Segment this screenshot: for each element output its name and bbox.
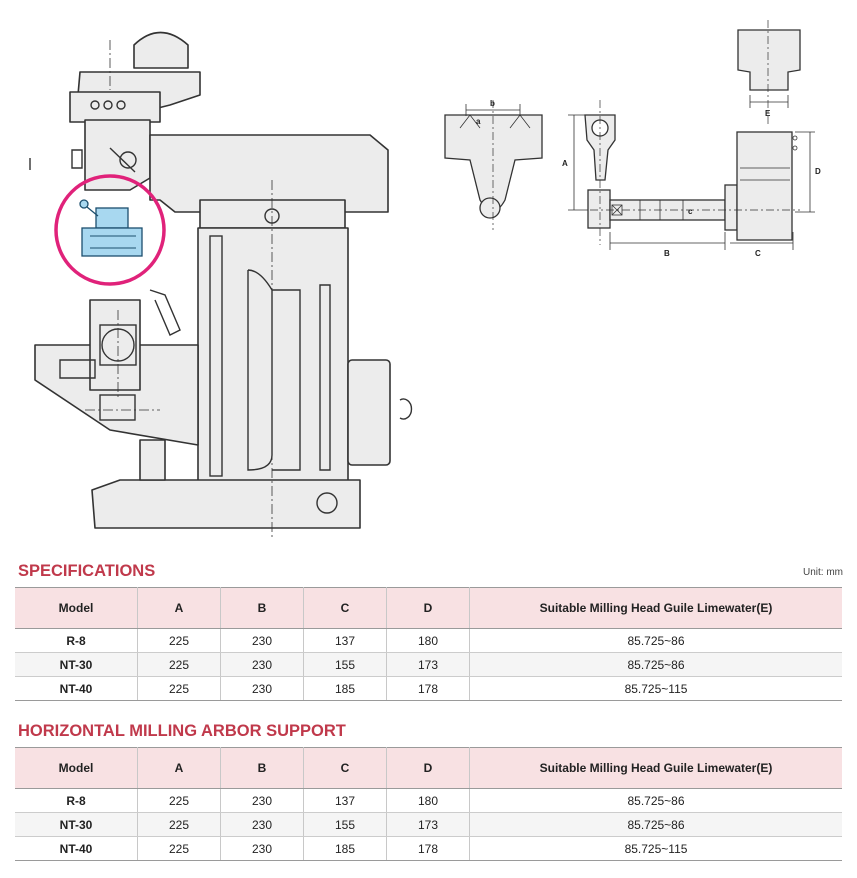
header-a: A xyxy=(137,747,221,789)
cell-b: 230 xyxy=(220,788,304,813)
cell-d: 180 xyxy=(386,628,470,653)
section-title-specifications: SPECIFICATIONS xyxy=(18,562,156,580)
table-row: NT-30 225 230 155 173 85.725~86 xyxy=(15,652,842,677)
cell-model: NT-30 xyxy=(15,812,138,837)
arbor-support-part xyxy=(79,199,143,257)
table-row: R-8 225 230 137 180 85.725~86 xyxy=(15,628,842,653)
dim-label-B: B xyxy=(664,249,670,258)
cell-model: R-8 xyxy=(15,628,138,653)
cell-c: 185 xyxy=(303,836,387,861)
arbor-support-table: Model A B C D Suitable Milling Head Guil… xyxy=(15,747,842,861)
header-model: Model xyxy=(15,587,138,629)
cell-e: 85.725~86 xyxy=(469,788,842,813)
milling-machine-drawing xyxy=(29,31,413,540)
dim-label-C: C xyxy=(755,249,761,258)
cell-e: 85.725~86 xyxy=(469,628,842,653)
header-b: B xyxy=(220,587,304,629)
cell-a: 225 xyxy=(137,836,221,861)
cell-c: 155 xyxy=(303,812,387,837)
cell-a: 225 xyxy=(137,628,221,653)
cell-model: NT-40 xyxy=(15,836,138,861)
cell-b: 230 xyxy=(220,676,304,701)
cell-e: 85.725~115 xyxy=(469,676,842,701)
dim-label-A: A xyxy=(562,159,568,168)
dim-label-c: c xyxy=(688,207,693,216)
cell-c: 137 xyxy=(303,628,387,653)
specifications-table: Model A B C D Suitable Milling Head Guil… xyxy=(15,587,842,701)
dim-label-a: a xyxy=(476,117,481,126)
cell-c: 185 xyxy=(303,676,387,701)
table-row: NT-40 225 230 185 178 85.725~115 xyxy=(15,836,842,861)
header-a: A xyxy=(137,587,221,629)
cell-b: 230 xyxy=(220,836,304,861)
cell-d: 180 xyxy=(386,788,470,813)
header-c: C xyxy=(303,747,387,789)
cell-a: 225 xyxy=(137,812,221,837)
header-d: D xyxy=(386,587,470,629)
cell-a: 225 xyxy=(137,676,221,701)
table-row: R-8 225 230 137 180 85.725~86 xyxy=(15,788,842,813)
table-header-row: Model A B C D Suitable Milling Head Guil… xyxy=(15,747,842,789)
unit-label: Unit: mm xyxy=(803,567,843,578)
cell-b: 230 xyxy=(220,628,304,653)
cell-model: NT-40 xyxy=(15,676,138,701)
cell-b: 230 xyxy=(220,812,304,837)
header-c: C xyxy=(303,587,387,629)
cell-c: 155 xyxy=(303,652,387,677)
header-d: D xyxy=(386,747,470,789)
section-title-horizontal-arbor-support: HORIZONTAL MILLING ARBOR SUPPORT xyxy=(18,722,346,740)
cell-model: R-8 xyxy=(15,788,138,813)
header-suitable-head: Suitable Milling Head Guile Limewater(E) xyxy=(469,747,842,789)
cell-e: 85.725~115 xyxy=(469,836,842,861)
dim-label-E: E xyxy=(765,109,771,118)
dim-label-D: D xyxy=(815,167,821,176)
highlight-circle xyxy=(54,174,166,286)
cell-e: 85.725~86 xyxy=(469,652,842,677)
header-suitable-head: Suitable Milling Head Guile Limewater(E) xyxy=(469,587,842,629)
cell-c: 137 xyxy=(303,788,387,813)
cell-d: 178 xyxy=(386,676,470,701)
header-b: B xyxy=(220,747,304,789)
table-row: NT-40 225 230 185 178 85.725~115 xyxy=(15,676,842,701)
cell-d: 173 xyxy=(386,812,470,837)
dimension-diagrams: A B C D E a b c xyxy=(444,20,821,258)
cell-model: NT-30 xyxy=(15,652,138,677)
cell-e: 85.725~86 xyxy=(469,812,842,837)
cell-d: 178 xyxy=(386,836,470,861)
table-row: NT-30 225 230 155 173 85.725~86 xyxy=(15,812,842,837)
cell-a: 225 xyxy=(137,788,221,813)
cell-d: 173 xyxy=(386,652,470,677)
dim-label-b: b xyxy=(490,99,495,108)
cell-a: 225 xyxy=(137,652,221,677)
illustration-area: A B C D E a b c xyxy=(29,20,821,540)
header-model: Model xyxy=(15,747,138,789)
table-header-row: Model A B C D Suitable Milling Head Guil… xyxy=(15,587,842,629)
cell-b: 230 xyxy=(220,652,304,677)
